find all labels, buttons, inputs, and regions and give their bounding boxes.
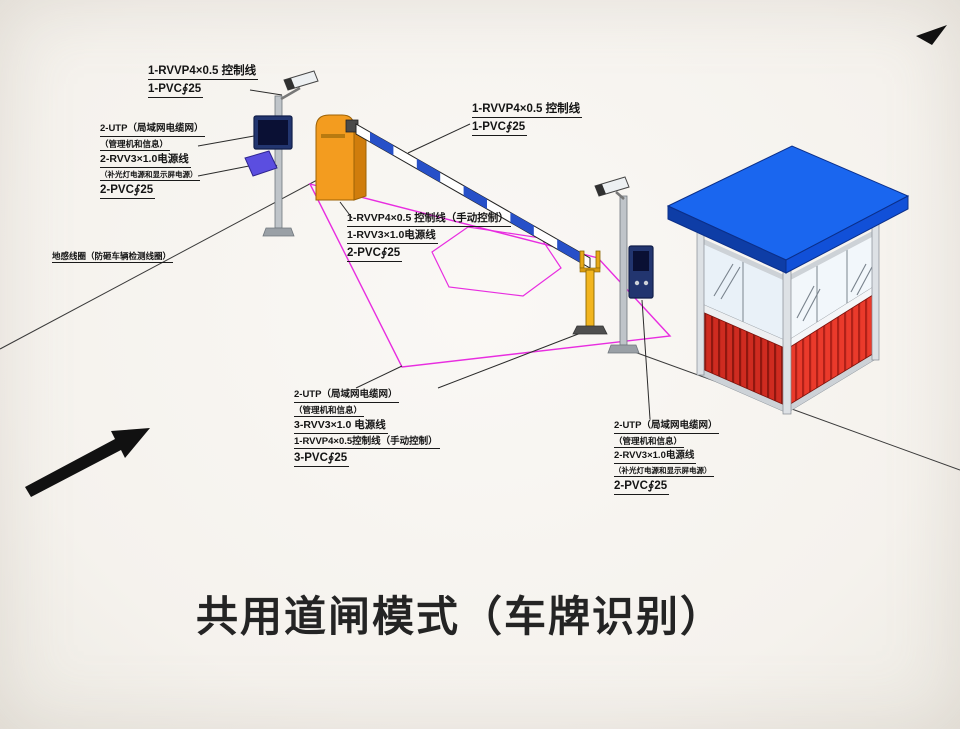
label-line: 1-RVVP4×0.5 控制线 xyxy=(472,102,583,119)
label-line: 1-PVC∮25 xyxy=(472,120,528,137)
leader-booth-box xyxy=(641,299,651,420)
label-line: 2-PVC∮25 xyxy=(614,479,670,495)
window-reflections xyxy=(713,263,873,322)
guard-booth xyxy=(666,145,910,415)
leader-lane xyxy=(355,365,403,389)
exit-control-screen xyxy=(633,251,649,271)
label-line: 2-RVV3×1.0电源线 xyxy=(100,153,191,168)
leader-entry-camera xyxy=(249,89,283,96)
label-barrier-control-cable: 1-RVVP4×0.5 控制线 1-PVC∮25 xyxy=(472,102,583,138)
label-line: 2-UTP（局域网电缆网） xyxy=(614,420,720,434)
label-exit-trunk-cable: 2-UTP（局域网电缆网） （管理机和信息） 3-RVV3×1.0 电源线 1-… xyxy=(294,389,440,469)
north-arrow-icon xyxy=(916,25,947,45)
booth-roof-edge-right xyxy=(785,195,909,274)
entry-camera-lens-icon xyxy=(284,78,295,90)
exit-control-button xyxy=(643,280,649,286)
exit-pole-base xyxy=(607,344,640,354)
booth-top-rails xyxy=(698,229,878,282)
leader-entry-floodlight xyxy=(197,165,250,177)
leader-lines xyxy=(197,89,651,420)
exit-control-button xyxy=(634,280,640,286)
label-line: （管理机和信息） xyxy=(294,405,365,417)
barrier-arm-stripes xyxy=(370,132,581,263)
label-entry-display-cable: 2-UTP（局域网电缆网） （管理机和信息） 2-RVV3×1.0电源线 （补光… xyxy=(100,123,206,201)
cabinet-vent xyxy=(321,134,345,138)
label-line: 2-PVC∮25 xyxy=(347,246,403,262)
lane-outline xyxy=(308,182,672,368)
label-line: 3-RVV3×1.0 电源线 xyxy=(294,419,388,434)
label-booth-trunk-cable: 2-UTP（局域网电缆网） （管理机和信息） 2-RVV3×1.0电源线 （补光… xyxy=(614,420,720,497)
label-ground-loop: 地感线圈（防砸车辆检测线圈） xyxy=(52,251,174,265)
leader-barrier-arm xyxy=(407,123,471,154)
barrier-gate-cabinet xyxy=(315,114,367,201)
entry-led-screen xyxy=(258,120,288,145)
entry-camera-bracket xyxy=(280,86,301,101)
entry-camera-pole xyxy=(244,70,319,237)
diagram-title: 共用道闸模式（车牌识别） xyxy=(195,593,724,640)
label-line: 1-RVVP4×0.5控制线（手动控制） xyxy=(294,436,440,450)
leader-barrier-cabinet xyxy=(339,201,353,219)
label-line: 2-UTP（局域网电缆网） xyxy=(100,123,206,137)
label-line: （补光灯电源和显示屏电源） xyxy=(100,170,200,181)
booth-column-left xyxy=(696,231,705,376)
exit-camera-pole xyxy=(594,176,654,354)
support-fork-left xyxy=(579,250,585,269)
label-line: （管理机和信息） xyxy=(100,139,171,151)
label-line: 3-PVC∮25 xyxy=(294,451,350,468)
label-line: 2-RVV3×1.0电源线 xyxy=(614,450,697,464)
label-line: 1-RVVP4×0.5 控制线 xyxy=(148,64,259,81)
label-line: 2-UTP（局域网电缆网） xyxy=(294,389,400,403)
label-line: 1-RVV3×1.0电源线 xyxy=(347,229,438,244)
label-line: （补光灯电源和显示屏电源） xyxy=(614,466,714,477)
label-line: 1-RVVP4×0.5 控制线（手动控制） xyxy=(347,212,511,227)
leader-entry-display xyxy=(197,135,255,147)
booth-column-front xyxy=(782,270,792,415)
label-line: 1-PVC∮25 xyxy=(148,82,204,99)
ground-loop-coil xyxy=(431,226,562,297)
arm-support-post xyxy=(572,250,608,335)
support-fork-right xyxy=(595,250,601,269)
lane-area xyxy=(308,182,672,368)
support-pole xyxy=(585,269,595,327)
exit-pole xyxy=(619,195,628,346)
exit-camera-lens-icon xyxy=(595,184,606,196)
label-line: 2-PVC∮25 xyxy=(100,183,156,199)
traffic-direction-arrow xyxy=(25,428,150,497)
exit-camera-bracket xyxy=(615,191,625,200)
label-barrier-manual-cable: 1-RVVP4×0.5 控制线（手动控制） 1-RVV3×1.0电源线 2-PV… xyxy=(347,212,511,264)
entry-pole-base xyxy=(262,227,295,237)
support-base xyxy=(572,325,608,335)
leader-exit-post xyxy=(437,330,587,389)
booth-column-right xyxy=(871,223,880,361)
label-entry-camera-cable: 1-RVVP4×0.5 控制线 1-PVC∮25 xyxy=(148,64,259,100)
floodlight-icon xyxy=(244,150,278,177)
label-line: 地感线圈（防砸车辆检测线圈） xyxy=(52,251,174,264)
label-line: （管理机和信息） xyxy=(614,436,685,448)
